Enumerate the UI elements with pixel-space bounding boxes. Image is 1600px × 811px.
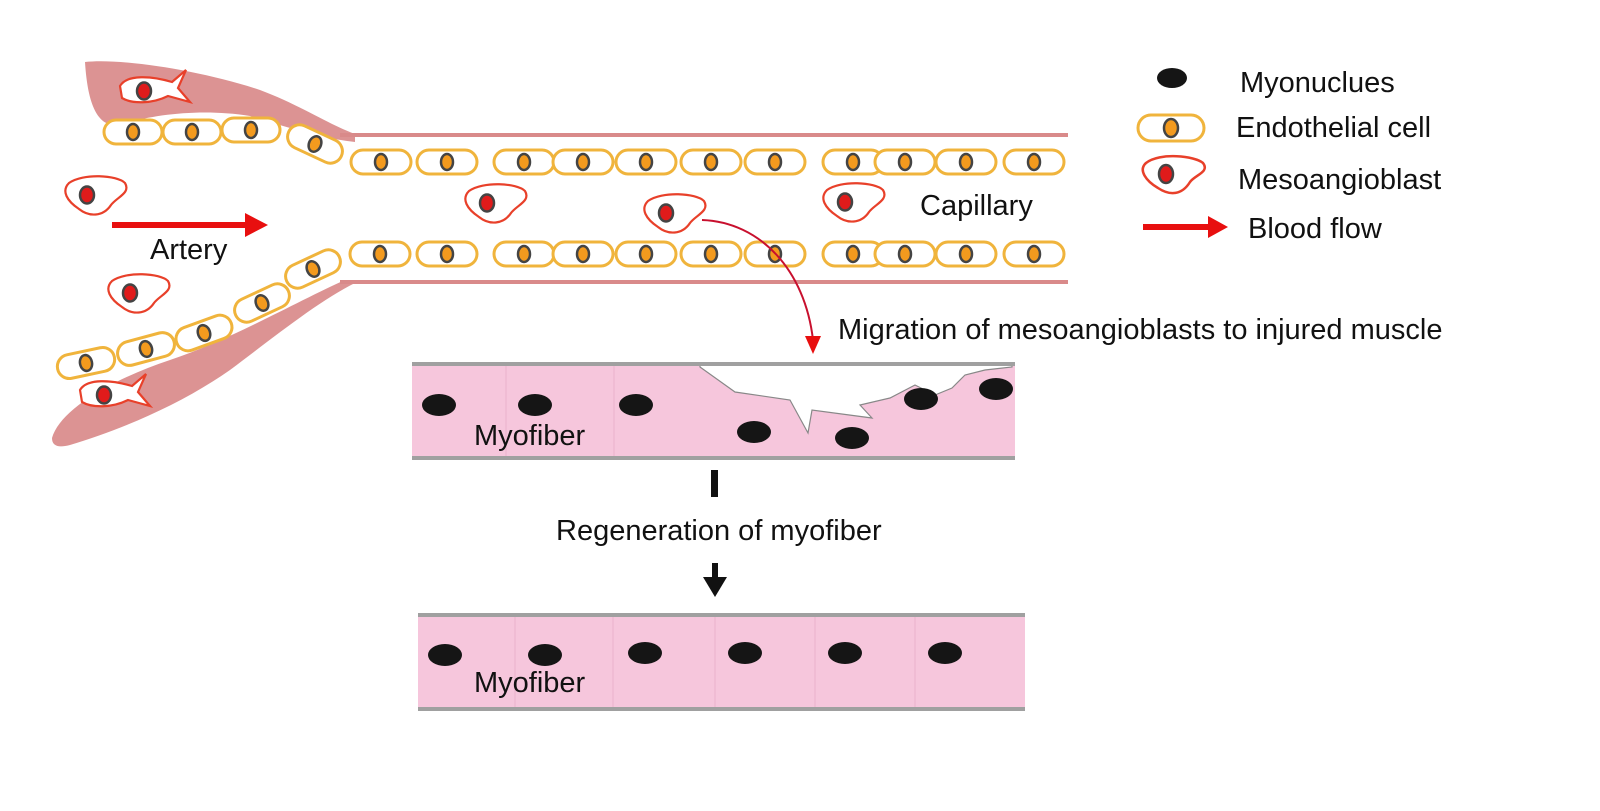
mesoangioblast xyxy=(107,273,171,314)
myonucleus xyxy=(728,642,762,664)
endothelial-cell xyxy=(873,148,937,176)
endothelial-cell xyxy=(1002,148,1066,176)
artery-blood-flow-arrowhead xyxy=(245,213,268,237)
myonucleus xyxy=(619,394,653,416)
endothelial-cell xyxy=(220,116,282,144)
migration-label: Migration of mesoangioblasts to injured … xyxy=(838,314,1443,346)
endothelial-cell xyxy=(174,313,234,353)
endothelial-cell xyxy=(415,148,479,176)
myonucleus xyxy=(628,642,662,664)
endothelial-cell xyxy=(821,148,885,176)
endothelial-cell xyxy=(415,240,479,268)
mesoangioblast xyxy=(118,69,194,105)
myonucleus-icon xyxy=(1157,68,1187,88)
mesoangioblast xyxy=(464,183,528,224)
artery-label: Artery xyxy=(150,234,228,266)
injured-myonuclei xyxy=(422,378,1013,449)
endothelial-cell xyxy=(551,240,615,268)
migration-arrow xyxy=(701,219,814,341)
blood-flow-arrowhead-icon xyxy=(1208,216,1228,238)
myonucleus xyxy=(518,394,552,416)
myonucleus xyxy=(835,427,869,449)
artery-smooth-muscle-bottom xyxy=(52,280,355,447)
endothelial-cell xyxy=(743,148,807,176)
injured-myofiber xyxy=(412,362,1015,460)
endothelial-cell xyxy=(614,240,678,268)
legend-label-blood-flow: Blood flow xyxy=(1248,213,1382,245)
endothelial-cell xyxy=(934,148,998,176)
endothelial-cell xyxy=(873,240,937,268)
endothelial-cell-icon xyxy=(1136,113,1206,143)
endothelial-cell xyxy=(286,123,344,165)
myonucleus xyxy=(528,644,562,666)
myonucleus xyxy=(422,394,456,416)
regenerated-myofiber xyxy=(418,613,1025,711)
endothelial-cell xyxy=(348,240,412,268)
regeneration-arrowhead xyxy=(703,577,727,597)
endothelial-cell xyxy=(492,148,556,176)
capillary-label: Capillary xyxy=(920,190,1033,222)
endothelial-cell xyxy=(679,240,743,268)
mesoangioblast xyxy=(78,373,154,409)
myofiber-regenerated-label: Myofiber xyxy=(474,667,586,699)
mesoangioblast-icon xyxy=(1141,155,1206,195)
regeneration-stem xyxy=(711,470,718,497)
endothelial-cell xyxy=(102,118,164,146)
myofiber-injured-label: Myofiber xyxy=(474,420,586,452)
endothelial-cell xyxy=(551,148,615,176)
endothelial-cell xyxy=(349,148,413,176)
endothelial-cell xyxy=(161,118,223,146)
migration-arrowhead xyxy=(805,336,821,354)
legend-label-mesoangioblast: Mesoangioblast xyxy=(1238,164,1442,196)
myonucleus xyxy=(904,388,938,410)
endothelial-cell xyxy=(492,240,556,268)
endothelial-cell xyxy=(233,282,291,324)
endothelial-cell xyxy=(116,331,176,367)
mesoangioblast xyxy=(643,193,707,234)
endothelial-cell xyxy=(679,148,743,176)
myonucleus xyxy=(928,642,962,664)
regenerated-myonuclei xyxy=(428,617,962,707)
myonucleus xyxy=(428,644,462,666)
legend-label-endothelial: Endothelial cell xyxy=(1236,112,1432,144)
endothelial-lining xyxy=(55,116,1066,381)
endothelial-cell xyxy=(1002,240,1066,268)
regeneration-label: Regeneration of myofiber xyxy=(556,515,882,547)
myonucleus xyxy=(737,421,771,443)
mesoangioblast xyxy=(64,175,128,216)
endothelial-cell xyxy=(284,248,342,290)
endothelial-cell xyxy=(934,240,998,268)
endothelial-cell xyxy=(55,345,117,381)
endothelial-cell xyxy=(614,148,678,176)
myonucleus xyxy=(979,378,1013,400)
mesoangioblast xyxy=(822,182,886,223)
legend-label-myonucleus: Myonuclues xyxy=(1240,67,1395,99)
myonucleus xyxy=(828,642,862,664)
legend xyxy=(1136,68,1228,238)
regeneration-arrow-shaft xyxy=(712,563,718,579)
